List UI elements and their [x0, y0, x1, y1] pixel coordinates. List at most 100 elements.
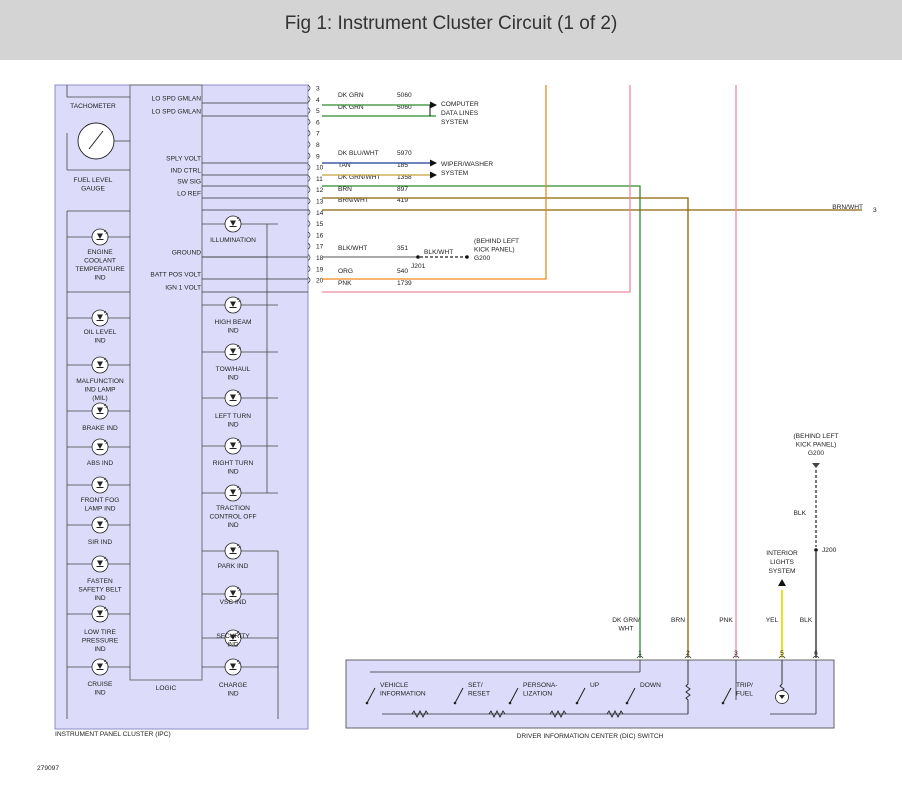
lamp-oil-level-ind-icon — [97, 314, 103, 320]
lamp-sir-ind-icon — [105, 519, 108, 523]
ipc-right-label: TOW/HAUL — [216, 366, 251, 373]
ipc-left-label: IND — [94, 595, 106, 602]
fuel-level-gauge-label: FUEL LEVEL — [74, 177, 113, 184]
ipc-signal-label: IGN 1 VOLT — [165, 285, 201, 292]
blk-wht-splice-label: BLK/WHT — [424, 249, 453, 256]
connector-pin-mark — [307, 242, 311, 250]
lamp-low-tire-pressure-ind-icon — [97, 610, 103, 616]
dic-switch-node — [575, 701, 579, 705]
ipc-right-label: TRACTION — [216, 505, 250, 512]
ipc-left-label: (MIL) — [92, 395, 107, 402]
dic-pin-wire-label: BRN — [671, 617, 685, 624]
logic-block — [129, 84, 203, 681]
dic-pin-number: 5 — [780, 650, 784, 657]
lamp-illumination-icon — [238, 218, 241, 222]
lamp-brake-ind-icon — [103, 403, 107, 407]
j200-label: J200 — [822, 547, 837, 554]
ipc-right-label: IND — [227, 469, 239, 476]
lamp-low-tire-pressure-ind-icon — [103, 606, 107, 610]
wire-color-label: BRN/WHT — [338, 197, 369, 204]
wire-color-label: DK GRN — [338, 92, 364, 99]
lamp-front-fog-lamp-ind-icon — [105, 479, 108, 483]
lamp-right-turn-ind-icon — [230, 442, 236, 448]
ipc-left-label: IND — [94, 646, 106, 653]
ipc-left-label: SIR IND — [88, 539, 112, 546]
connector-pin-mark — [307, 107, 311, 114]
lamp-left-turn-ind-icon — [236, 390, 240, 394]
lamp-right-turn-ind-icon — [238, 440, 241, 444]
dic-pin-wire-label: WHT — [618, 626, 633, 633]
lamp-right-turn-ind-icon — [236, 438, 240, 442]
lamp-front-fog-lamp-ind-icon — [97, 481, 103, 487]
ipc-signal-label: LO REF — [177, 191, 201, 198]
lamp-front-fog-lamp-ind-icon — [103, 477, 107, 481]
ipc-left-label: BRAKE IND — [82, 425, 118, 432]
splice-j200 — [814, 548, 818, 552]
connector-pin-mark — [307, 265, 311, 273]
dic-pin-wire-label: DK GRN/ — [612, 617, 640, 624]
wire-brn-12 — [322, 197, 689, 658]
g200-top-label: G200 — [474, 255, 490, 262]
lamp-tow-haul-ind-icon — [230, 348, 236, 354]
interior-lights-label: SYSTEM — [768, 568, 795, 575]
connector-pin-mark — [307, 276, 311, 284]
connector-pin-15: 15 — [316, 221, 324, 228]
g200-top-label: (BEHIND LEFT — [474, 238, 519, 245]
wire-color-label: DK BLU/WHT — [338, 150, 379, 157]
dic-switch-label: TRIP/ — [736, 682, 753, 689]
dic-pin-mark — [812, 655, 820, 659]
lamp-tow-haul-ind-icon — [236, 344, 240, 348]
connector-pin-19: 19 — [316, 266, 324, 273]
ipc-right-label: IND — [227, 691, 239, 698]
dic-resistor — [606, 709, 624, 719]
wire-color-label: ORG — [338, 268, 353, 275]
ipc-left-label: ABS IND — [87, 460, 114, 467]
connector-pin-11: 11 — [316, 176, 323, 183]
lamp-traction-control-off-ind-icon — [230, 489, 236, 495]
connector-pin-mark — [307, 118, 311, 126]
lamp-high-beam-ind-icon — [236, 297, 240, 301]
blk-wire-label: BLK — [794, 510, 807, 517]
lamp-sir-ind-icon — [103, 517, 107, 521]
lamp-sir-ind-icon — [97, 521, 103, 527]
lamp-malfunction-ind-lamp-mil-icon — [97, 361, 103, 367]
lamp-illumination-icon — [236, 216, 240, 220]
dic-pin-mark — [732, 655, 740, 659]
lamp-cruise-ind-icon — [103, 659, 107, 663]
figure-header: Fig 1: Instrument Cluster Circuit (1 of … — [0, 0, 902, 60]
dic-switch-node — [508, 701, 512, 705]
lamp-security-ind-icon — [236, 630, 240, 634]
figure-title: Fig 1: Instrument Cluster Circuit (1 of … — [284, 13, 618, 34]
wire-color-label: DK GRN — [338, 104, 364, 111]
brn-wht-offpage-label: BRN/WHT — [832, 204, 863, 211]
wire-color-label: BLK/WHT — [338, 245, 367, 252]
connector-pin-4: 4 — [316, 97, 320, 104]
wire-circuit-label: 5970 — [397, 150, 412, 157]
computer-data-lines-label: COMPUTER — [441, 101, 479, 108]
wiper-washer-label: WIPER/WASHER — [441, 161, 493, 168]
connector-pin-mark — [307, 197, 311, 205]
connector-pin-8: 8 — [316, 142, 320, 149]
g200-right-label: (BEHIND LEFT — [793, 433, 838, 440]
lamp-brake-ind-icon — [105, 405, 108, 409]
connector-pin-7: 7 — [316, 131, 320, 138]
ipc-left-label: PRESSURE — [82, 638, 119, 645]
lamp-illumination-icon — [230, 220, 236, 226]
wire-circuit-label: 419 — [397, 197, 408, 204]
wire-color-label: PNK — [338, 280, 352, 287]
ipc-signal-label: LO SPD GMLAN — [152, 96, 202, 103]
dic-switch-label: PERSONA- — [523, 682, 557, 689]
lamp-traction-control-off-ind-icon — [236, 485, 240, 489]
arrow-wiper-washer — [430, 159, 437, 167]
dic-switch-label: RESET — [468, 691, 490, 698]
connector-pin-13: 13 — [316, 199, 324, 206]
dic-switch-contact — [366, 687, 376, 704]
ipc-signal-label: SPLY VOLT — [166, 156, 201, 163]
g200-top-label: KICK PANEL) — [474, 247, 515, 254]
ipc-label: INSTRUMENT PANEL CLUSTER (IPC) — [55, 731, 171, 738]
lamp-oil-level-ind-icon — [105, 312, 108, 316]
lamp-charge-ind-icon — [236, 659, 240, 663]
lamp-fasten-safety-belt-ind-icon — [97, 560, 103, 566]
arrow-computer-data-lines — [430, 101, 437, 109]
g200-right-label: G200 — [808, 450, 824, 457]
